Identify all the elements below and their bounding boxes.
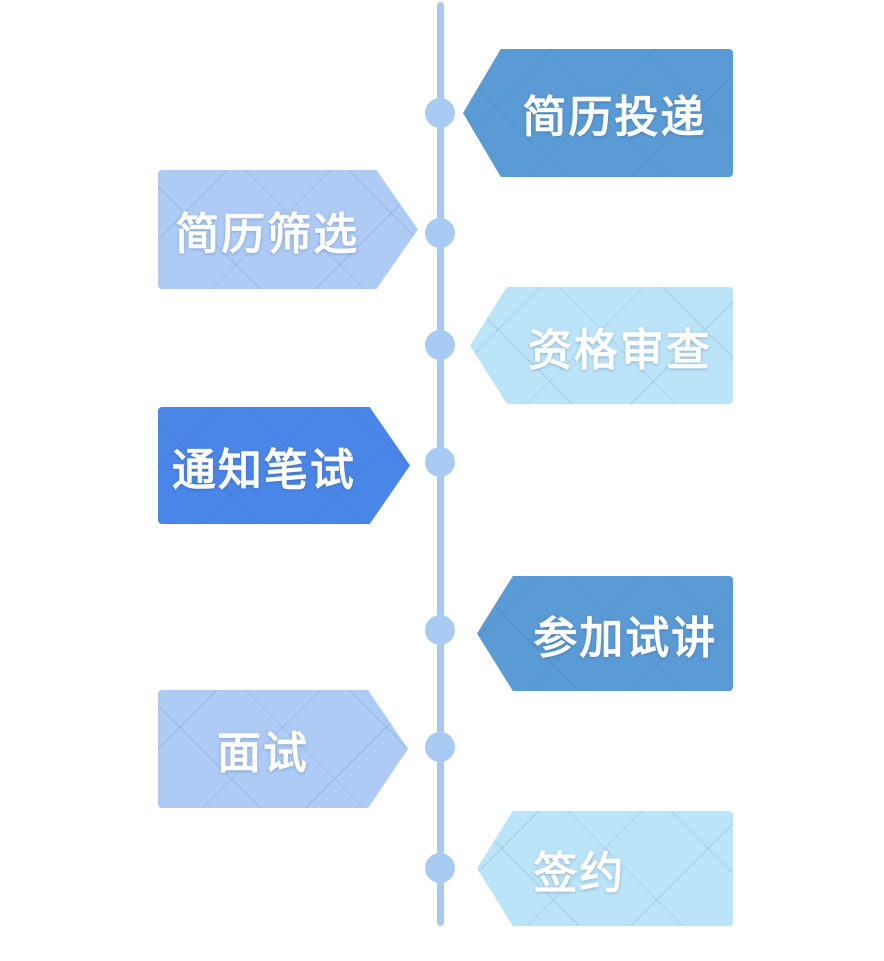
step-arrow-shape <box>477 811 733 926</box>
process-step-1[interactable]: 简历投递 <box>463 49 733 177</box>
timeline-dot-1 <box>425 98 455 128</box>
timeline-dot-4 <box>425 447 455 477</box>
step-label: 签约 <box>533 848 626 898</box>
step-label: 通知笔试 <box>171 445 356 495</box>
step-label: 简历筛选 <box>175 209 360 259</box>
timeline-dot-6 <box>425 732 455 762</box>
step-arrow-shape <box>477 576 733 691</box>
step-arrow-shape <box>463 49 733 177</box>
process-step-5[interactable]: 参加试讲 <box>477 576 733 691</box>
process-step-4[interactable]: 通知笔试 <box>158 407 410 524</box>
step-arrow-shape <box>158 690 408 808</box>
step-arrow-shape <box>158 407 410 524</box>
process-step-7[interactable]: 签约 <box>477 811 733 926</box>
step-arrow-shape <box>470 287 733 404</box>
timeline-dot-3 <box>425 330 455 360</box>
step-label: 参加试讲 <box>533 613 718 663</box>
step-label: 面试 <box>217 729 309 778</box>
step-label: 简历投递 <box>522 93 707 142</box>
timeline-dot-7 <box>425 853 455 883</box>
process-step-3[interactable]: 资格审查 <box>470 287 733 404</box>
timeline-dot-5 <box>425 615 455 645</box>
step-arrow-shape <box>158 170 418 289</box>
step-label: 资格审查 <box>527 325 712 375</box>
process-step-2[interactable]: 简历筛选 <box>158 170 418 289</box>
timeline-dot-2 <box>425 218 455 248</box>
process-step-6[interactable]: 面试 <box>158 690 408 808</box>
